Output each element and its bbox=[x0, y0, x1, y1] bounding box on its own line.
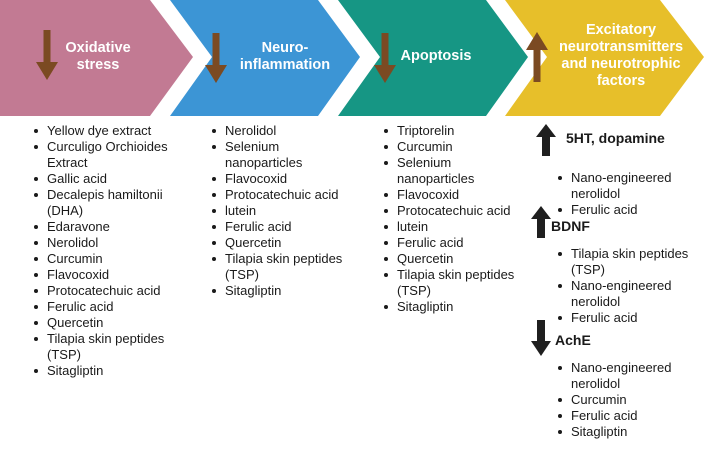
bdnf-list: Tilapia skin peptides (TSP) Nano-enginee… bbox=[555, 246, 700, 326]
chevron-neuroinflammation bbox=[170, 0, 360, 116]
list-item: Ferulic acid bbox=[555, 202, 700, 218]
list-item: Sitagliptin bbox=[555, 424, 700, 440]
neuroinflammation-list: Nerolidol Selenium nanoparticles Flavoco… bbox=[209, 123, 359, 299]
ache-list: Nano-engineered nerolidol Curcumin Ferul… bbox=[555, 360, 700, 440]
list-item: Curcumin bbox=[555, 392, 700, 408]
list-item: Quercetin bbox=[209, 235, 359, 251]
list-item: Ferulic acid bbox=[31, 299, 201, 315]
up-arrow-icon bbox=[531, 206, 551, 238]
list-item: Ferulic acid bbox=[381, 235, 531, 251]
list-item: Nano-engineered nerolidol bbox=[555, 170, 700, 202]
list-item: Sitagliptin bbox=[381, 299, 531, 315]
down-arrow-icon bbox=[205, 33, 227, 83]
list-item: Nerolidol bbox=[31, 235, 201, 251]
list-item: Protocatechuic acid bbox=[381, 203, 531, 219]
list-item: Curcumin bbox=[381, 139, 531, 155]
list-item: Nerolidol bbox=[209, 123, 359, 139]
list-item: Ferulic acid bbox=[209, 219, 359, 235]
list-item: Flavocoxid bbox=[381, 187, 531, 203]
list-item: Tilapia skin peptides (TSP) bbox=[381, 267, 531, 299]
list-item: Nano-engineered nerolidol bbox=[555, 278, 700, 310]
list-item: Quercetin bbox=[31, 315, 201, 331]
list-item: lutein bbox=[209, 203, 359, 219]
list-item: Ferulic acid bbox=[555, 408, 700, 424]
list-item: Curcumin bbox=[31, 251, 201, 267]
list-item: Selenium nanoparticles bbox=[209, 139, 359, 171]
header-oxidative-stress: Oxidative stress bbox=[65, 40, 131, 73]
chevron-apoptosis bbox=[338, 0, 528, 116]
list-item: Curculigo Orchioides Extract bbox=[31, 139, 201, 171]
list-item: Yellow dye extract bbox=[31, 123, 201, 139]
5ht-dopamine-list: Nano-engineered nerolidol Ferulic acid bbox=[555, 170, 700, 218]
list-item: Sitagliptin bbox=[31, 363, 201, 379]
list-item: Gallic acid bbox=[31, 171, 201, 187]
list-item: Decalepis hamiltonii (DHA) bbox=[31, 187, 201, 219]
list-item: Triptorelin bbox=[381, 123, 531, 139]
header-neuroinflammation: Neuro-inflammation bbox=[239, 40, 331, 73]
label-5ht-dopamine: 5HT, dopamine bbox=[566, 130, 665, 146]
chevron-neurotransmitters bbox=[505, 0, 704, 116]
list-item: Tilapia skin peptides (TSP) bbox=[31, 331, 201, 363]
oxidative-stress-list: Yellow dye extract Curculigo Orchioides … bbox=[31, 123, 201, 379]
list-item: Flavocoxid bbox=[31, 267, 201, 283]
up-arrow-icon bbox=[526, 32, 548, 82]
list-item: Protocatechuic acid bbox=[31, 283, 201, 299]
label-ache: AchE bbox=[555, 332, 591, 348]
list-item: Nano-engineered nerolidol bbox=[555, 360, 700, 392]
list-item: Selenium nanoparticles bbox=[381, 155, 531, 187]
header-neurotransmitters: Excitatory neurotransmitters and neurotr… bbox=[558, 22, 684, 89]
up-arrow-icon bbox=[536, 124, 556, 156]
header-apoptosis: Apoptosis bbox=[400, 48, 472, 64]
chevron-banner bbox=[0, 0, 704, 116]
down-arrow-icon bbox=[36, 30, 58, 80]
chevron-oxidative-stress bbox=[0, 0, 193, 116]
list-item: Quercetin bbox=[381, 251, 531, 267]
list-item: Tilapia skin peptides (TSP) bbox=[555, 246, 700, 278]
list-item: Tilapia skin peptides (TSP) bbox=[209, 251, 359, 283]
apoptosis-list: Triptorelin Curcumin Selenium nanopartic… bbox=[381, 123, 531, 315]
label-bdnf: BDNF bbox=[551, 218, 590, 234]
down-arrow-icon bbox=[374, 33, 396, 83]
list-item: Flavocoxid bbox=[209, 171, 359, 187]
list-item: Edaravone bbox=[31, 219, 201, 235]
list-item: Sitagliptin bbox=[209, 283, 359, 299]
list-item: Ferulic acid bbox=[555, 310, 700, 326]
down-arrow-icon bbox=[531, 320, 551, 356]
list-item: Protocatechuic acid bbox=[209, 187, 359, 203]
list-item: lutein bbox=[381, 219, 531, 235]
